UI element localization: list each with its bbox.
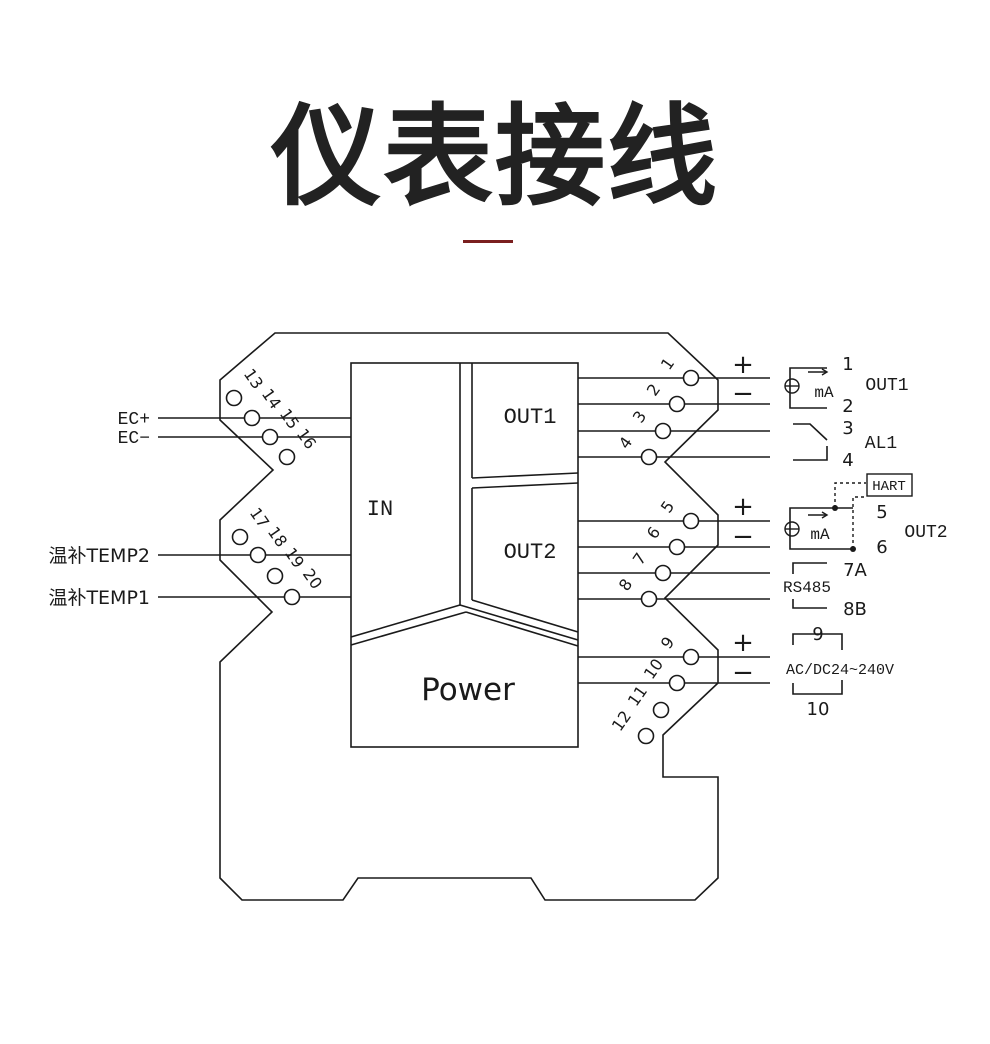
- terminal-12: [637, 727, 655, 745]
- out2-terminal-top: 5: [876, 502, 887, 523]
- terminal-number-8: 8: [615, 575, 636, 594]
- terminal-number-20: 20: [299, 565, 326, 593]
- terminal-6: [668, 538, 686, 556]
- terminal-number-11: 11: [624, 682, 651, 710]
- out2-label: OUT2: [904, 523, 947, 543]
- block-label-in: IN: [367, 497, 393, 522]
- power-bracket-bottom: [792, 680, 843, 695]
- label-ec-minus: EC−: [118, 429, 150, 449]
- alarm-relay-contact: [793, 423, 828, 461]
- alarm-terminal-top: 3: [842, 418, 853, 439]
- out2-plus-sign: +: [732, 492, 754, 522]
- terminal-17: [231, 528, 249, 546]
- power-bracket-top: [792, 633, 843, 650]
- terminal-number-12: 12: [608, 707, 635, 735]
- divider-power-left-a: [350, 604, 461, 638]
- hart-box: [866, 473, 913, 497]
- label-temp2: 温补TEMP2: [48, 545, 150, 567]
- terminal-number-9: 9: [657, 633, 678, 652]
- terminal-16: [278, 448, 296, 466]
- terminal-number-4: 4: [615, 433, 636, 452]
- terminal-number-18: 18: [264, 523, 291, 551]
- out1-label: OUT1: [865, 376, 908, 396]
- terminal-10: [668, 674, 686, 692]
- hart-label: HART: [872, 479, 906, 495]
- alarm-terminal-bottom: 4: [842, 450, 853, 471]
- divider-power-right-c: [465, 611, 579, 647]
- terminal-3: [654, 422, 672, 440]
- block-label-power: Power: [421, 672, 515, 708]
- block-label-out1: OUT1: [504, 405, 557, 430]
- power-terminal-bottom: 10: [807, 699, 830, 720]
- rs485-bracket-bottom: [792, 599, 827, 609]
- terminal-number-19: 19: [281, 544, 308, 572]
- rs485-terminal-a: 7A: [843, 560, 867, 581]
- out1-plus-sign: +: [732, 350, 754, 380]
- title-underline: [463, 240, 513, 243]
- terminal-8: [640, 590, 658, 608]
- out2-meter-label: mA: [810, 526, 830, 544]
- terminal-number-6: 6: [643, 523, 664, 542]
- hart-wire-a: [834, 482, 866, 508]
- terminal-number-7: 7: [629, 549, 650, 568]
- terminal-13: [225, 389, 243, 407]
- out1-meter-bracket: [789, 367, 827, 409]
- terminal-number-10: 10: [640, 655, 667, 683]
- out1-arrowhead-icon: [821, 368, 829, 376]
- out1-terminal-top: 1: [842, 354, 853, 375]
- label-temp1: 温补TEMP1: [48, 587, 150, 609]
- out2-minus-sign: −: [732, 522, 754, 552]
- rs485-label: RS485: [783, 579, 831, 597]
- terminal-18: [249, 546, 267, 564]
- divider-out1-out2-a: [471, 472, 579, 479]
- hart-wire-b: [852, 496, 866, 549]
- terminal-15: [261, 428, 279, 446]
- terminal-9: [682, 648, 700, 666]
- out2-terminal-bottom: 6: [876, 537, 887, 558]
- alarm-label: AL1: [865, 434, 897, 454]
- power-supply-label: AC/DC24~240V: [786, 662, 894, 679]
- terminal-number-13: 13: [240, 365, 267, 393]
- terminal-7: [654, 564, 672, 582]
- out1-terminal-bottom: 2: [842, 396, 853, 417]
- rs485-terminal-b: 8B: [843, 599, 867, 620]
- terminal-number-5: 5: [657, 497, 678, 516]
- terminal-1: [682, 369, 700, 387]
- terminal-number-15: 15: [276, 405, 303, 433]
- power-minus-sign: −: [732, 658, 754, 688]
- power-plus-sign: +: [732, 628, 754, 658]
- out1-meter-label: mA: [814, 384, 834, 402]
- terminal-number-17: 17: [246, 504, 273, 532]
- terminal-number-16: 16: [293, 425, 320, 453]
- terminal-number-3: 3: [629, 407, 650, 426]
- terminal-4: [640, 448, 658, 466]
- housing-outline: [219, 332, 719, 901]
- divider-power-right-a: [459, 604, 579, 641]
- out2-arrowhead-icon: [821, 511, 829, 519]
- terminal-19: [266, 567, 284, 585]
- divider-out1-out2-b: [471, 482, 579, 489]
- divider-power-left-b: [350, 611, 467, 646]
- terminal-2: [668, 395, 686, 413]
- label-ec-plus: EC+: [118, 410, 150, 430]
- out1-minus-sign: −: [732, 379, 754, 409]
- divider-power-right-b: [471, 599, 579, 633]
- terminal-11: [652, 701, 670, 719]
- terminal-number-14: 14: [258, 385, 285, 413]
- block-label-out2: OUT2: [504, 540, 557, 565]
- terminal-5: [682, 512, 700, 530]
- terminal-number-1: 1: [657, 354, 678, 373]
- rs485-bracket-top: [792, 562, 827, 574]
- hart-junction-top: [832, 505, 838, 511]
- page-title: 仪表接线: [271, 93, 719, 221]
- hart-junction-bottom: [850, 546, 856, 552]
- terminal-number-2: 2: [643, 380, 664, 399]
- power-terminal-top: 9: [812, 624, 823, 645]
- terminal-20: [283, 588, 301, 606]
- terminal-14: [243, 409, 261, 427]
